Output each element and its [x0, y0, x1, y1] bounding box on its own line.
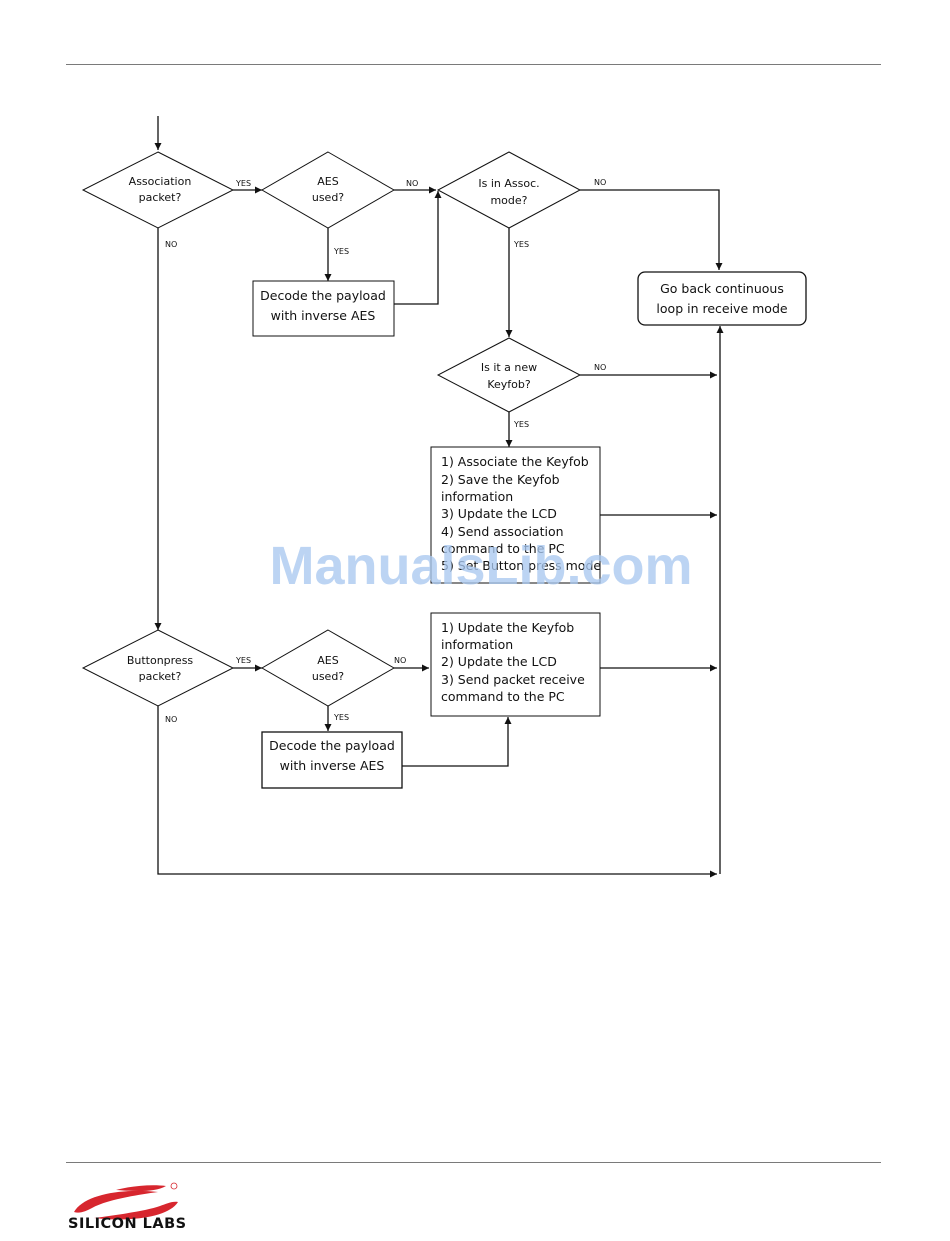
decision-in-assoc-mode: Is in Assoc. mode? — [478, 177, 539, 207]
process-text: 3) Update the LCD — [441, 506, 557, 521]
process-text: Go back continuous — [660, 281, 784, 296]
decision-text: packet? — [139, 191, 182, 204]
edge-label-aes1-yes: YES — [333, 247, 349, 256]
process-text: command to the PC — [441, 689, 565, 704]
process-text: 1) Associate the Keyfob — [441, 454, 589, 469]
watermark: ManualsLib.com — [269, 536, 692, 596]
process-text: 1) Update the Keyfob — [441, 620, 574, 635]
decision-text: AES — [317, 175, 338, 188]
decision-text: Keyfob? — [487, 378, 531, 391]
process-text: 5) Set Button press mode — [441, 558, 601, 573]
decision-association-packet: Association packet? — [129, 175, 192, 204]
process-text: loop in receive mode — [656, 301, 787, 316]
process-decode-2: Decode the payload with inverse AES — [269, 738, 395, 773]
header-rule — [66, 64, 881, 65]
process-decode-1-shape — [252, 280, 395, 337]
edge-label-aes1-no: NO — [406, 179, 418, 188]
decision-text: used? — [312, 670, 344, 683]
edge-label-button-no: NO — [165, 715, 177, 724]
process-go-back: Go back continuous loop in receive mode — [656, 281, 787, 316]
decision-aes-used-1-shape — [260, 151, 396, 229]
edge-label-assoc-yes: YES — [235, 179, 251, 188]
edge-mode-no — [580, 189, 723, 270]
process-text: Decode the payload — [260, 288, 386, 303]
process-text: with inverse AES — [280, 758, 385, 773]
edge-button-no — [157, 706, 717, 878]
process-shapes — [252, 271, 807, 789]
decision-new-keyfob-shape — [436, 337, 582, 413]
process-text: information — [441, 489, 513, 504]
process-go-back-shape — [637, 271, 807, 326]
edge-label-mode-yes: YES — [513, 240, 529, 249]
process-associate-shape — [430, 446, 601, 584]
edge-label-new-yes: YES — [513, 420, 529, 429]
decision-aes-used-2-shape — [260, 629, 396, 707]
process-associate: 1) Associate the Keyfob 2) Save the Keyfo… — [441, 454, 601, 573]
process-update-shape — [430, 612, 601, 717]
process-decode-2-shape — [261, 731, 403, 789]
edge-decode1-out — [394, 191, 442, 305]
decision-text: Is it a new — [481, 361, 537, 374]
decision-text: used? — [312, 191, 344, 204]
edge-labels: YES NO NO YES NO YES NO YES YES NO NO YE… — [165, 178, 606, 724]
decision-text: Buttonpress — [127, 654, 194, 667]
decision-buttonpress-packet-shape — [81, 629, 235, 707]
decision-text: AES — [317, 654, 338, 667]
process-text: 3) Send packet receive — [441, 672, 585, 687]
footer-rule — [66, 1162, 881, 1163]
decision-labels: Association packet? AES used? Is in Assoc.… — [127, 175, 540, 683]
process-text: information — [441, 637, 513, 652]
decision-text: packet? — [139, 670, 182, 683]
edge-label-button-yes: YES — [235, 656, 251, 665]
process-text: 2) Save the Keyfob — [441, 472, 560, 487]
process-labels: Decode the payload with inverse AES Go ba… — [260, 281, 788, 773]
decision-association-packet-shape — [81, 151, 235, 229]
decision-text: Is in Assoc. — [478, 177, 539, 190]
decision-text: mode? — [490, 194, 527, 207]
decision-text: Association — [129, 175, 192, 188]
decision-buttonpress-packet: Buttonpress packet? — [127, 654, 194, 683]
decision-aes-used-1: AES used? — [312, 175, 344, 204]
process-text: command to the PC — [441, 541, 565, 556]
process-text: 2) Update the LCD — [441, 654, 557, 669]
decision-in-assoc-mode-shape — [436, 151, 582, 229]
process-text: 4) Send association — [441, 524, 564, 539]
process-text: Decode the payload — [269, 738, 395, 753]
process-decode-1: Decode the payload with inverse AES — [260, 288, 386, 323]
process-text: with inverse AES — [271, 308, 376, 323]
edge-label-assoc-no: NO — [165, 240, 177, 249]
decision-aes-used-2: AES used? — [312, 654, 344, 683]
brand-name: SILICON LABS — [68, 1216, 187, 1232]
silicon-labs-logo-icon — [74, 1182, 178, 1220]
edge-label-aes2-yes: YES — [333, 713, 349, 722]
process-update: 1) Update the Keyfob information 2) Update… — [441, 620, 585, 704]
connectors — [154, 116, 724, 878]
edge-label-mode-no: NO — [594, 178, 606, 187]
edge-label-aes2-no: NO — [394, 656, 406, 665]
edge-label-new-no: NO — [594, 363, 606, 372]
decision-shapes — [81, 151, 582, 707]
edge-decode2-out — [402, 717, 512, 767]
